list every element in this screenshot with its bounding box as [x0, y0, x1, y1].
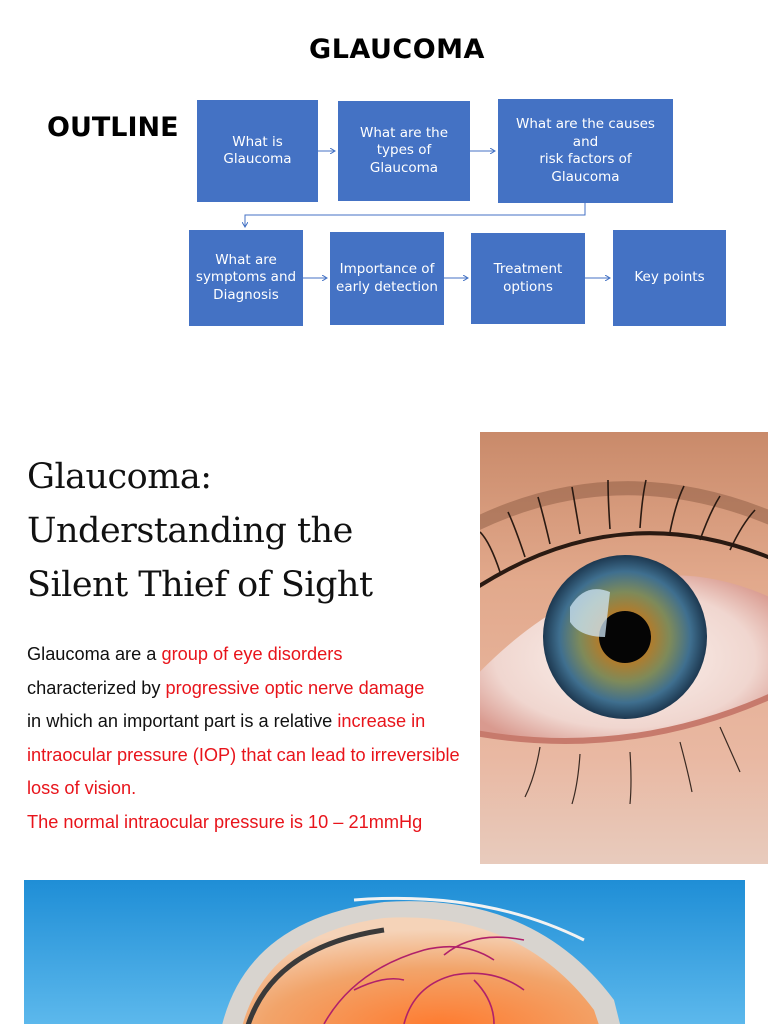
- definition-paragraph: Glaucoma are a group of eye disorders ch…: [27, 638, 477, 806]
- arrow-3-4: [245, 203, 586, 227]
- highlight-run: increase in intraocular pressure (IOP) t…: [27, 711, 460, 799]
- title-line-3: Silent Thief of Sight: [27, 565, 373, 605]
- flow-step-what-is: What is Glaucoma: [197, 100, 318, 202]
- flowchart-connectors: [0, 0, 768, 340]
- text-run: characterized by: [27, 677, 166, 698]
- title-line-2: Understanding the: [27, 511, 353, 551]
- title-line-1: Glaucoma:: [27, 457, 212, 497]
- text-run: in which an important part is a relative: [27, 711, 338, 732]
- flow-step-early-detection: Importance of early detection: [330, 232, 444, 325]
- page-title: GLAUCOMA: [309, 34, 485, 65]
- highlight-run: progressive optic nerve damage: [165, 677, 425, 698]
- text-run: Glaucoma are a: [27, 644, 162, 664]
- flow-step-types: What are the types of Glaucoma: [338, 101, 470, 201]
- outline-heading: OUTLINE: [47, 112, 179, 143]
- flow-step-treatment: Treatment options: [471, 233, 585, 324]
- flow-step-causes: What are the causes and risk factors of …: [498, 99, 673, 203]
- section-title: Glaucoma: Understanding the Silent Thief…: [27, 450, 477, 612]
- normal-iop-note: The normal intraocular pressure is 10 – …: [27, 811, 423, 832]
- eye-anatomy-illustration: [24, 880, 745, 1024]
- flow-step-key-points: Key points: [613, 230, 726, 326]
- highlight-run: group of eye disorders: [161, 644, 343, 664]
- flow-step-symptoms: What are symptoms and Diagnosis: [189, 230, 303, 326]
- eye-closeup-image: [480, 432, 768, 864]
- glaucoma-definition: Glaucoma are a group of eye disorders ch…: [27, 638, 477, 840]
